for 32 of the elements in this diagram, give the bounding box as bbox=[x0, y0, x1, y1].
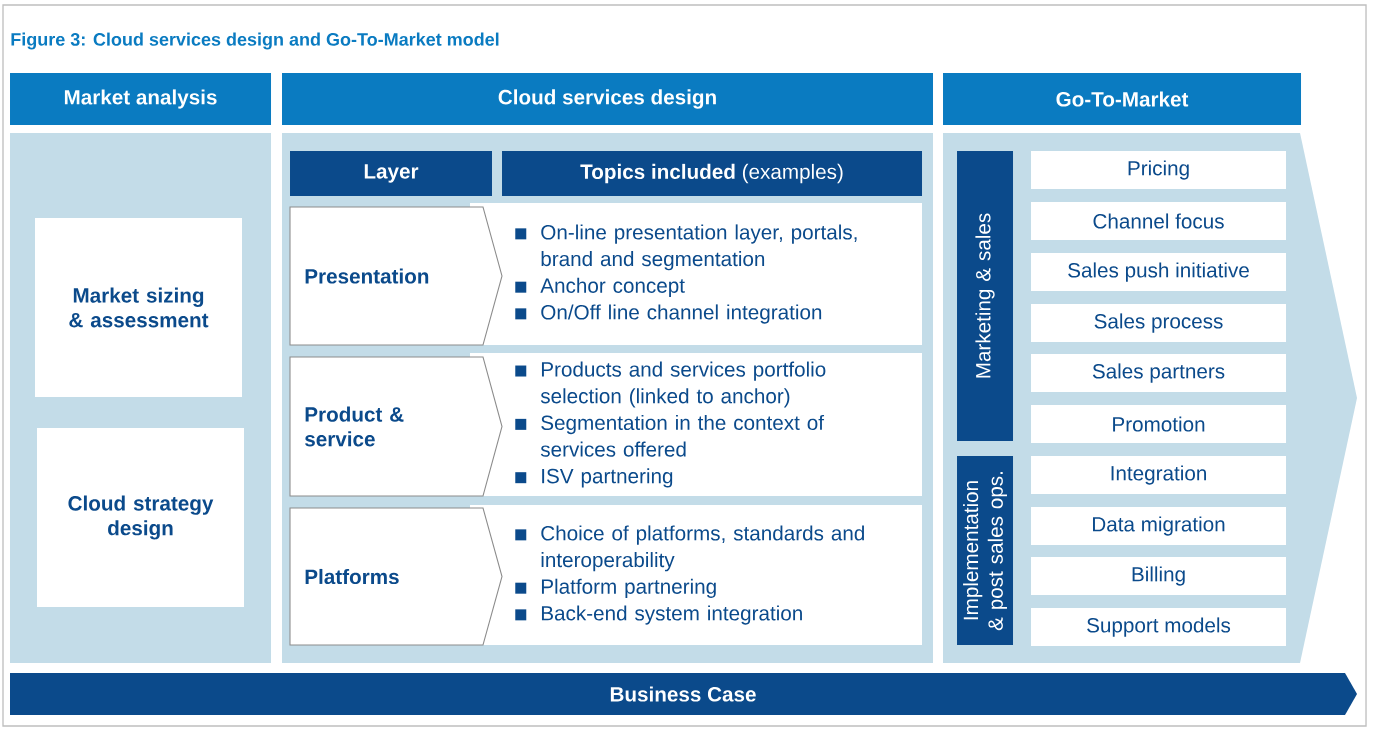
group-band: Marketing & sales bbox=[957, 151, 1013, 441]
activity-box: Channel focus bbox=[1031, 202, 1286, 240]
bullet-item: Back-end system integration bbox=[515, 605, 802, 625]
activity-box: Sales process bbox=[1031, 304, 1286, 342]
bullet-item: Platform partnering bbox=[515, 578, 716, 598]
bullet-item: Segmentation in the context of services offered bbox=[515, 414, 825, 457]
group-band: Implementation & post sales ops. bbox=[957, 456, 1013, 645]
activity-box: Support models bbox=[1031, 608, 1286, 646]
activity-box: Pricing bbox=[1031, 151, 1286, 189]
bullet-item: Anchor concept bbox=[515, 277, 685, 297]
layer-box: Platforms bbox=[289, 507, 503, 646]
bullet-item: On/Off line channel integration bbox=[515, 304, 822, 324]
bullet-item: Choice of platforms, standards and interoperability bbox=[515, 525, 864, 572]
figure-title: Figure 3: Cloud services design and Go-To-Market model bbox=[11, 32, 499, 50]
activity-box: Sales partners bbox=[1031, 354, 1286, 392]
layer-box: Product & service bbox=[289, 356, 503, 497]
table-header: Topics included (examples) bbox=[502, 151, 922, 196]
step-box: Market sizing & assessment bbox=[35, 218, 242, 397]
column-header: Market analysis bbox=[10, 73, 271, 125]
bullet-item: ISV partnering bbox=[515, 468, 673, 488]
step-box: Cloud strategy design bbox=[37, 428, 244, 607]
table-header: Layer bbox=[290, 151, 492, 196]
column-header: Cloud services design bbox=[282, 73, 933, 125]
bullet-item: Products and services portfolio selection (linked to anchor) bbox=[515, 361, 826, 408]
bullet-item: On-line presentation layer, portals, brand and segmentation bbox=[515, 224, 857, 271]
layer-box: Presentation bbox=[289, 206, 503, 346]
activity-box: Data migration bbox=[1031, 507, 1286, 545]
activity-box: Sales push initiative bbox=[1031, 253, 1286, 291]
activity-box: Billing bbox=[1031, 557, 1286, 595]
activity-box: Promotion bbox=[1031, 405, 1286, 443]
activity-box: Integration bbox=[1031, 456, 1286, 494]
column-header: Go-To-Market bbox=[943, 73, 1301, 125]
